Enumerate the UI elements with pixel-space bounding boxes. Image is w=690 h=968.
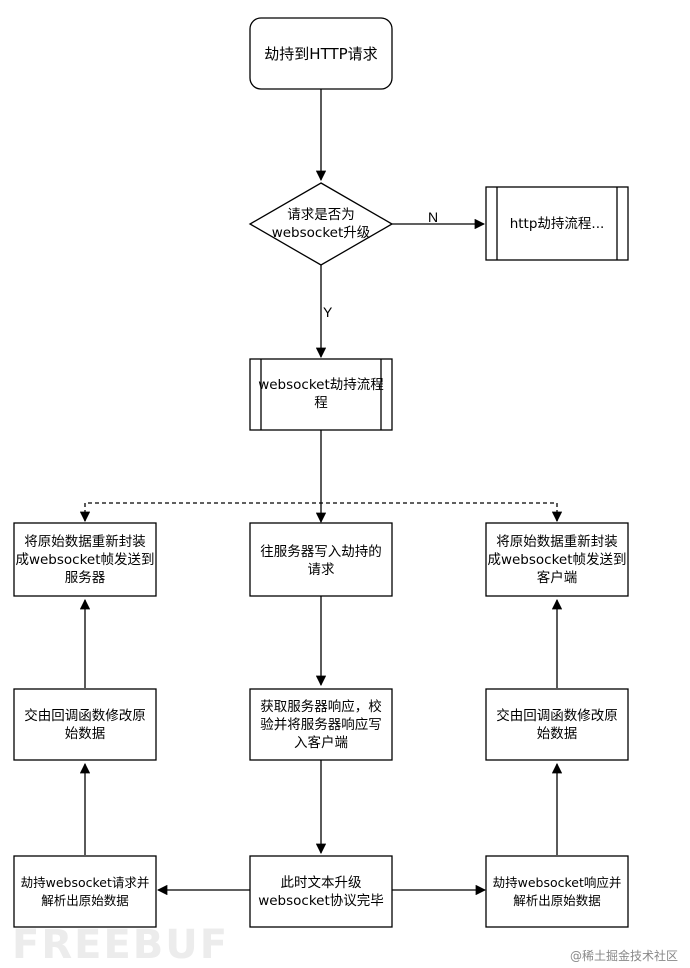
- right-bottom-node: [485, 855, 629, 928]
- decision-label-line2: websocket升级: [272, 225, 371, 241]
- right-bottom-label-line2: 解析出原始数据: [513, 893, 601, 908]
- left-mid-node: [13, 688, 157, 761]
- right-top-label-line3: 客户端: [537, 569, 578, 586]
- center-mid-label-line1: 获取服务器响应，校: [260, 698, 382, 715]
- center-mid-label-line3: 入客户端: [294, 734, 348, 751]
- ws-process-node: [249, 358, 393, 431]
- source-credit: @稀土掘金技术社区: [570, 948, 678, 963]
- center-top-label-line1: 往服务器写入劫持的: [260, 544, 382, 560]
- start-node: [249, 17, 393, 90]
- right-top-node: [485, 522, 629, 597]
- http-process-label: http劫持流程...: [510, 216, 605, 232]
- decision-label-line1: 请求是否为: [287, 207, 355, 223]
- decision-node: [248, 182, 394, 266]
- left-bottom-label-line2: 解析出原始数据: [41, 893, 129, 908]
- left-top-label-line2: 成websocket帧发送到: [15, 552, 154, 568]
- edge-label-yes: Y: [323, 304, 333, 320]
- http-process-node: [485, 186, 629, 261]
- start-label: 劫持到HTTP请求: [264, 45, 377, 63]
- left-top-label-line1: 将原始数据重新封装: [24, 534, 146, 550]
- left-bottom-label-line1: 劫持websocket请求并: [21, 875, 150, 890]
- center-mid-label-line2: 验并将服务器响应写: [260, 716, 382, 733]
- right-top-label-line2: 成websocket帧发送到: [487, 552, 626, 568]
- right-mid-node: [485, 688, 629, 761]
- freebuf-watermark: FREEBUF: [12, 922, 229, 968]
- left-mid-label-line2: 始数据: [65, 726, 106, 742]
- center-top-node: [249, 522, 393, 597]
- right-bottom-label-line1: 劫持websocket响应并: [493, 875, 622, 890]
- center-bottom-label-line1: 此时文本升级: [281, 875, 362, 891]
- ws-process-label-line1: websocket劫持流程: [258, 377, 384, 393]
- right-mid-label-line2: 始数据: [537, 726, 578, 742]
- left-mid-label-line1: 交由回调函数修改原: [24, 707, 146, 724]
- center-mid-node: [249, 688, 393, 761]
- center-bottom-node: [249, 855, 393, 928]
- center-top-label-line2: 请求: [308, 562, 335, 578]
- edge-label-no: N: [428, 209, 438, 225]
- left-top-node: [13, 522, 157, 597]
- left-top-label-line3: 服务器: [65, 570, 106, 586]
- right-top-label-line1: 将原始数据重新封装: [496, 534, 618, 550]
- right-mid-label-line1: 交由回调函数修改原: [496, 707, 618, 724]
- center-bottom-label-line2: websocket协议完毕: [258, 893, 384, 909]
- left-bottom-node: [13, 855, 157, 928]
- ws-process-label-line2: 程: [314, 395, 328, 411]
